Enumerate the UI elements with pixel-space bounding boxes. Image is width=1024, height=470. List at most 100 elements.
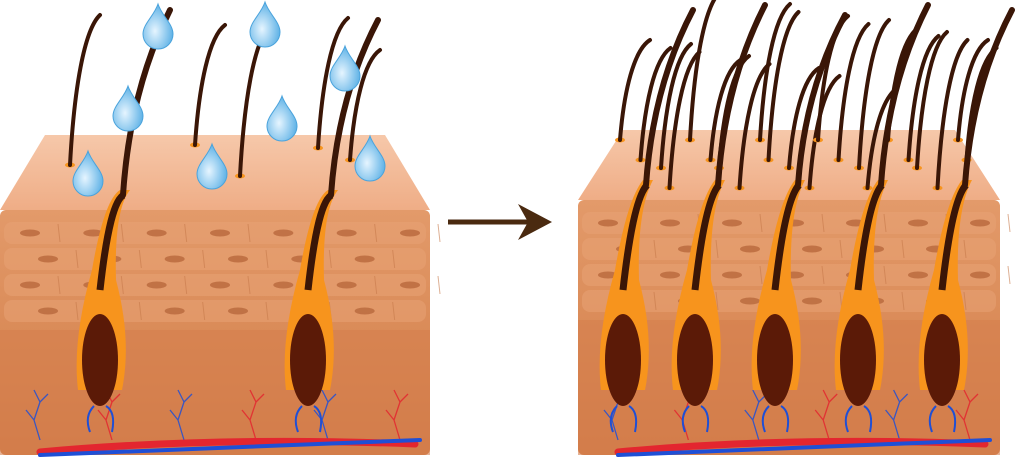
cell-border [184, 275, 188, 295]
papilla-vessel [928, 405, 957, 433]
cell-border [247, 275, 251, 295]
cell-nucleus [660, 219, 680, 227]
cell-border [184, 223, 188, 243]
cell-border [901, 239, 905, 259]
cell-border [202, 249, 206, 269]
capillary [25, 389, 49, 441]
cell-nucleus [210, 229, 230, 237]
capillary [744, 389, 768, 441]
water-drop-icon [196, 142, 228, 190]
cell-nucleus [336, 281, 357, 289]
cell-nucleus [164, 255, 185, 263]
cell-nucleus [354, 255, 375, 263]
capillary [169, 389, 193, 441]
hair-shaft [787, 66, 821, 170]
cell-border [392, 249, 396, 269]
papilla-vessel [609, 405, 638, 433]
hair-shaft [906, 34, 941, 162]
cell-border [265, 249, 269, 269]
cell-border [963, 291, 967, 311]
hair-root [304, 191, 334, 291]
cell-border [120, 223, 124, 243]
vein [616, 438, 992, 457]
before-skin-block [0, 0, 441, 457]
cell-nucleus [273, 229, 294, 237]
cell-border [653, 239, 657, 259]
cell-border [75, 249, 79, 269]
cell-border [759, 265, 763, 285]
hair-root [938, 182, 969, 291]
hair-shaft [659, 42, 693, 170]
capillary [814, 389, 838, 441]
cell-border [437, 275, 441, 295]
cell-nucleus [210, 281, 230, 289]
cell-border [374, 223, 378, 243]
cell-border [653, 291, 657, 311]
cell-nucleus [83, 229, 104, 237]
hair-bulb [290, 314, 326, 406]
hair-root [96, 191, 126, 291]
hair-shaft [643, 7, 696, 188]
cell-border [247, 223, 251, 243]
cell-nucleus [740, 245, 760, 253]
cell-border [75, 301, 79, 321]
hair-shaft [68, 13, 102, 167]
hair-shaft [316, 16, 350, 150]
right-arrow-icon [448, 204, 552, 240]
capillary [955, 389, 979, 441]
cell-border [265, 301, 269, 321]
hair-shaft [618, 38, 652, 142]
hair-shaft [688, 0, 717, 142]
hair-shaft [935, 38, 970, 190]
hair-root [691, 182, 722, 291]
hair-shaft [715, 2, 768, 188]
hair-bulb [924, 314, 960, 406]
cell-nucleus [400, 281, 420, 289]
cell-border [901, 291, 905, 311]
cell-nucleus [273, 281, 294, 289]
water-drop-icon [266, 94, 298, 142]
capillary [385, 389, 409, 441]
hair-shaft [348, 48, 382, 162]
hair-shaft [857, 18, 891, 170]
cell-nucleus [970, 271, 990, 279]
cell-border [821, 213, 825, 233]
hair-shaft [638, 46, 673, 162]
hair-shaft [795, 12, 848, 188]
hair-root [854, 182, 885, 291]
papilla-vessel [681, 405, 710, 433]
cell-border [374, 275, 378, 295]
water-drop-icon [112, 84, 144, 132]
cell-nucleus [598, 271, 618, 279]
cell-border [57, 275, 61, 295]
papilla-vessel [844, 405, 873, 433]
cell-nucleus [20, 281, 40, 289]
cell-border [883, 265, 887, 285]
cell-border [883, 213, 887, 233]
after-skin-block [578, 0, 1015, 457]
hair-bulb [82, 314, 118, 406]
cell-border [57, 223, 61, 243]
hair-shaft [193, 23, 227, 147]
cell-border [715, 291, 719, 311]
cell-border [202, 301, 206, 321]
cell-border [821, 265, 825, 285]
cell-nucleus [20, 229, 40, 237]
cell-nucleus [146, 281, 167, 289]
cell-nucleus [38, 307, 58, 315]
water-drop-icon [249, 0, 281, 48]
cell-border [759, 213, 763, 233]
water-drop-icon [142, 2, 174, 50]
hair-shaft [737, 62, 772, 190]
cell-nucleus [598, 219, 618, 227]
capillary [241, 389, 265, 441]
hair-shaft [667, 50, 702, 190]
hair-bulb [840, 314, 876, 406]
papilla-vessel [761, 405, 790, 433]
cell-border [392, 301, 396, 321]
hair-shaft [708, 58, 743, 162]
hair-shaft [766, 10, 801, 162]
cell-border [138, 249, 142, 269]
cell-nucleus [908, 271, 928, 279]
